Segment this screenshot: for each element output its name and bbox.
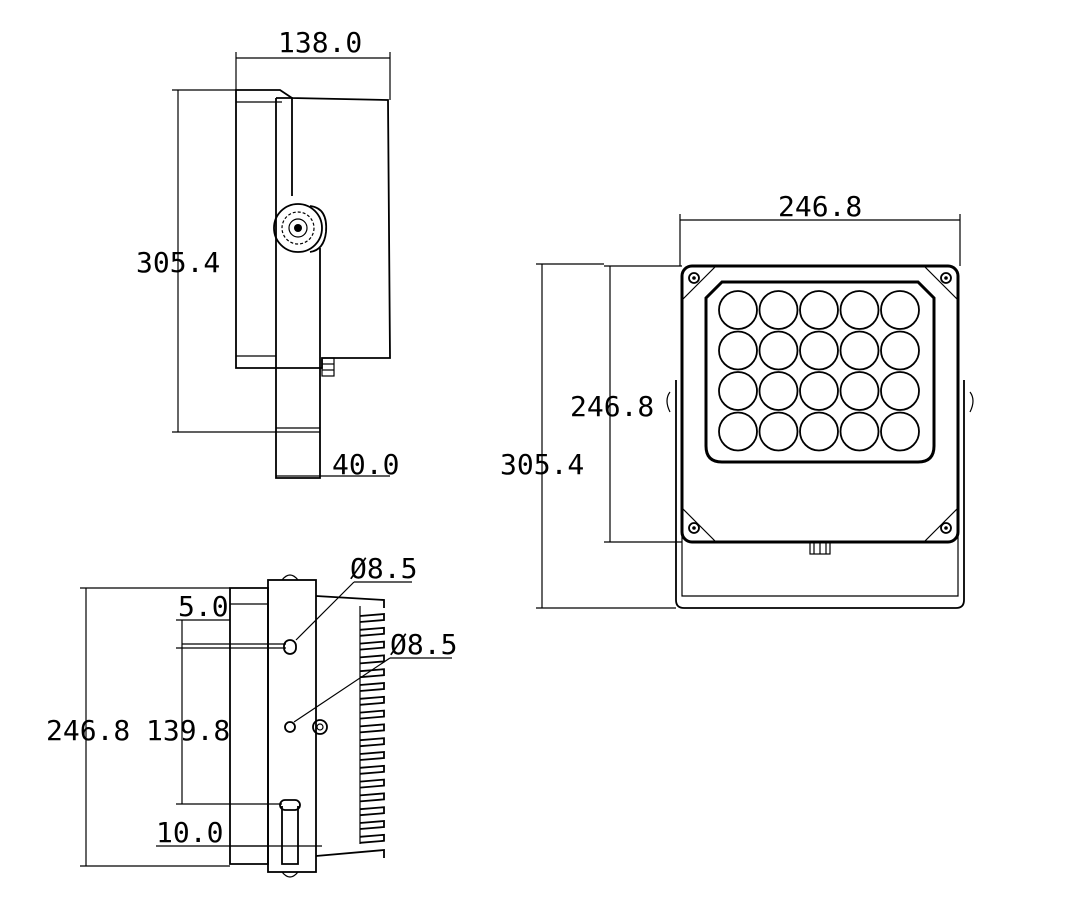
heatsink-fin [359, 723, 385, 734]
led-icon [718, 330, 758, 371]
dimension-front-inner-height: 246.8 [570, 265, 682, 543]
led-icon [799, 290, 839, 330]
dimension-label: 305.4 [500, 448, 584, 481]
dimension-label: 138.0 [278, 26, 362, 59]
led-icon [758, 411, 799, 452]
dimension-side-height: 305.4 [136, 89, 276, 433]
led-icon [758, 371, 799, 411]
heatsink-fin [359, 626, 385, 637]
heatsink-fin [359, 695, 385, 706]
pivot-knob-icon [273, 203, 328, 253]
dimension-label: 139.8 [146, 714, 230, 747]
dimension-label: 246.8 [46, 714, 130, 747]
heatsink-fin [359, 654, 385, 665]
heatsink-fin [359, 778, 385, 789]
bottom-view: 246.8 139.8 5.0 10.0 Ø8.5 [46, 552, 457, 878]
led-icon [839, 411, 880, 452]
dimension-label: 40.0 [332, 448, 399, 481]
screw-icon [923, 507, 959, 543]
screw-icon [681, 265, 717, 301]
dimension-label: 305.4 [136, 246, 220, 279]
led-icon [799, 371, 839, 411]
dimension-front-total-height: 305.4 [500, 263, 676, 609]
heatsink-fin [359, 806, 385, 817]
dimension-label: Ø8.5 [350, 552, 417, 585]
led-grid [718, 290, 920, 452]
heatsink-fins [359, 613, 385, 844]
led-icon [758, 330, 799, 371]
dimension-bottom-hole-spacing: 139.8 [146, 647, 286, 805]
heatsink-fin [359, 764, 385, 775]
dimension-side-bracket: 40.0 [276, 448, 399, 481]
dimension-hole-diameter-2: Ø8.5 [293, 628, 457, 723]
led-icon [799, 411, 839, 452]
led-icon [880, 411, 920, 452]
dimension-front-width: 246.8 [679, 190, 961, 266]
dimension-bottom-offset-bottom: 10.0 [156, 816, 322, 849]
heatsink-fin [359, 613, 385, 623]
led-icon [839, 330, 880, 371]
heatsink-fin [359, 640, 385, 651]
led-icon [839, 371, 880, 411]
led-icon [799, 330, 839, 371]
screw-icon [923, 265, 959, 301]
led-icon [839, 290, 880, 330]
dimension-label: Ø8.5 [390, 628, 457, 661]
mounting-slot-icon [279, 799, 301, 865]
dimension-label: 246.8 [570, 390, 654, 423]
heatsink-fin [359, 682, 385, 692]
heatsink-fin [359, 792, 385, 803]
screw-icon [681, 507, 717, 543]
dimension-label: 10.0 [156, 816, 223, 849]
led-icon [718, 371, 758, 411]
heatsink-fin [359, 833, 385, 844]
heatsink-fin [359, 820, 385, 830]
heatsink-fin [359, 751, 385, 761]
dimension-bottom-height: 246.8 [46, 587, 230, 867]
mounting-hole-icon [284, 721, 296, 733]
led-icon [718, 290, 758, 330]
heatsink-fin [359, 709, 385, 720]
front-view: 246.8 246.8 305.4 [500, 190, 974, 609]
led-icon [880, 290, 920, 330]
dimension-bottom-offset-top: 5.0 [176, 590, 286, 648]
led-icon [880, 330, 920, 371]
dimension-label: 5.0 [178, 590, 229, 623]
mounting-hole-icon [283, 639, 297, 655]
led-icon [718, 411, 758, 452]
dimension-hole-diameter-1: Ø8.5 [295, 552, 417, 641]
led-icon [880, 371, 920, 411]
dimension-label: 246.8 [778, 190, 862, 223]
side-view: 138.0 305.4 40.0 [136, 26, 399, 481]
led-icon [758, 290, 799, 330]
dimension-side-width: 138.0 [235, 26, 391, 100]
heatsink-fin [359, 737, 385, 748]
